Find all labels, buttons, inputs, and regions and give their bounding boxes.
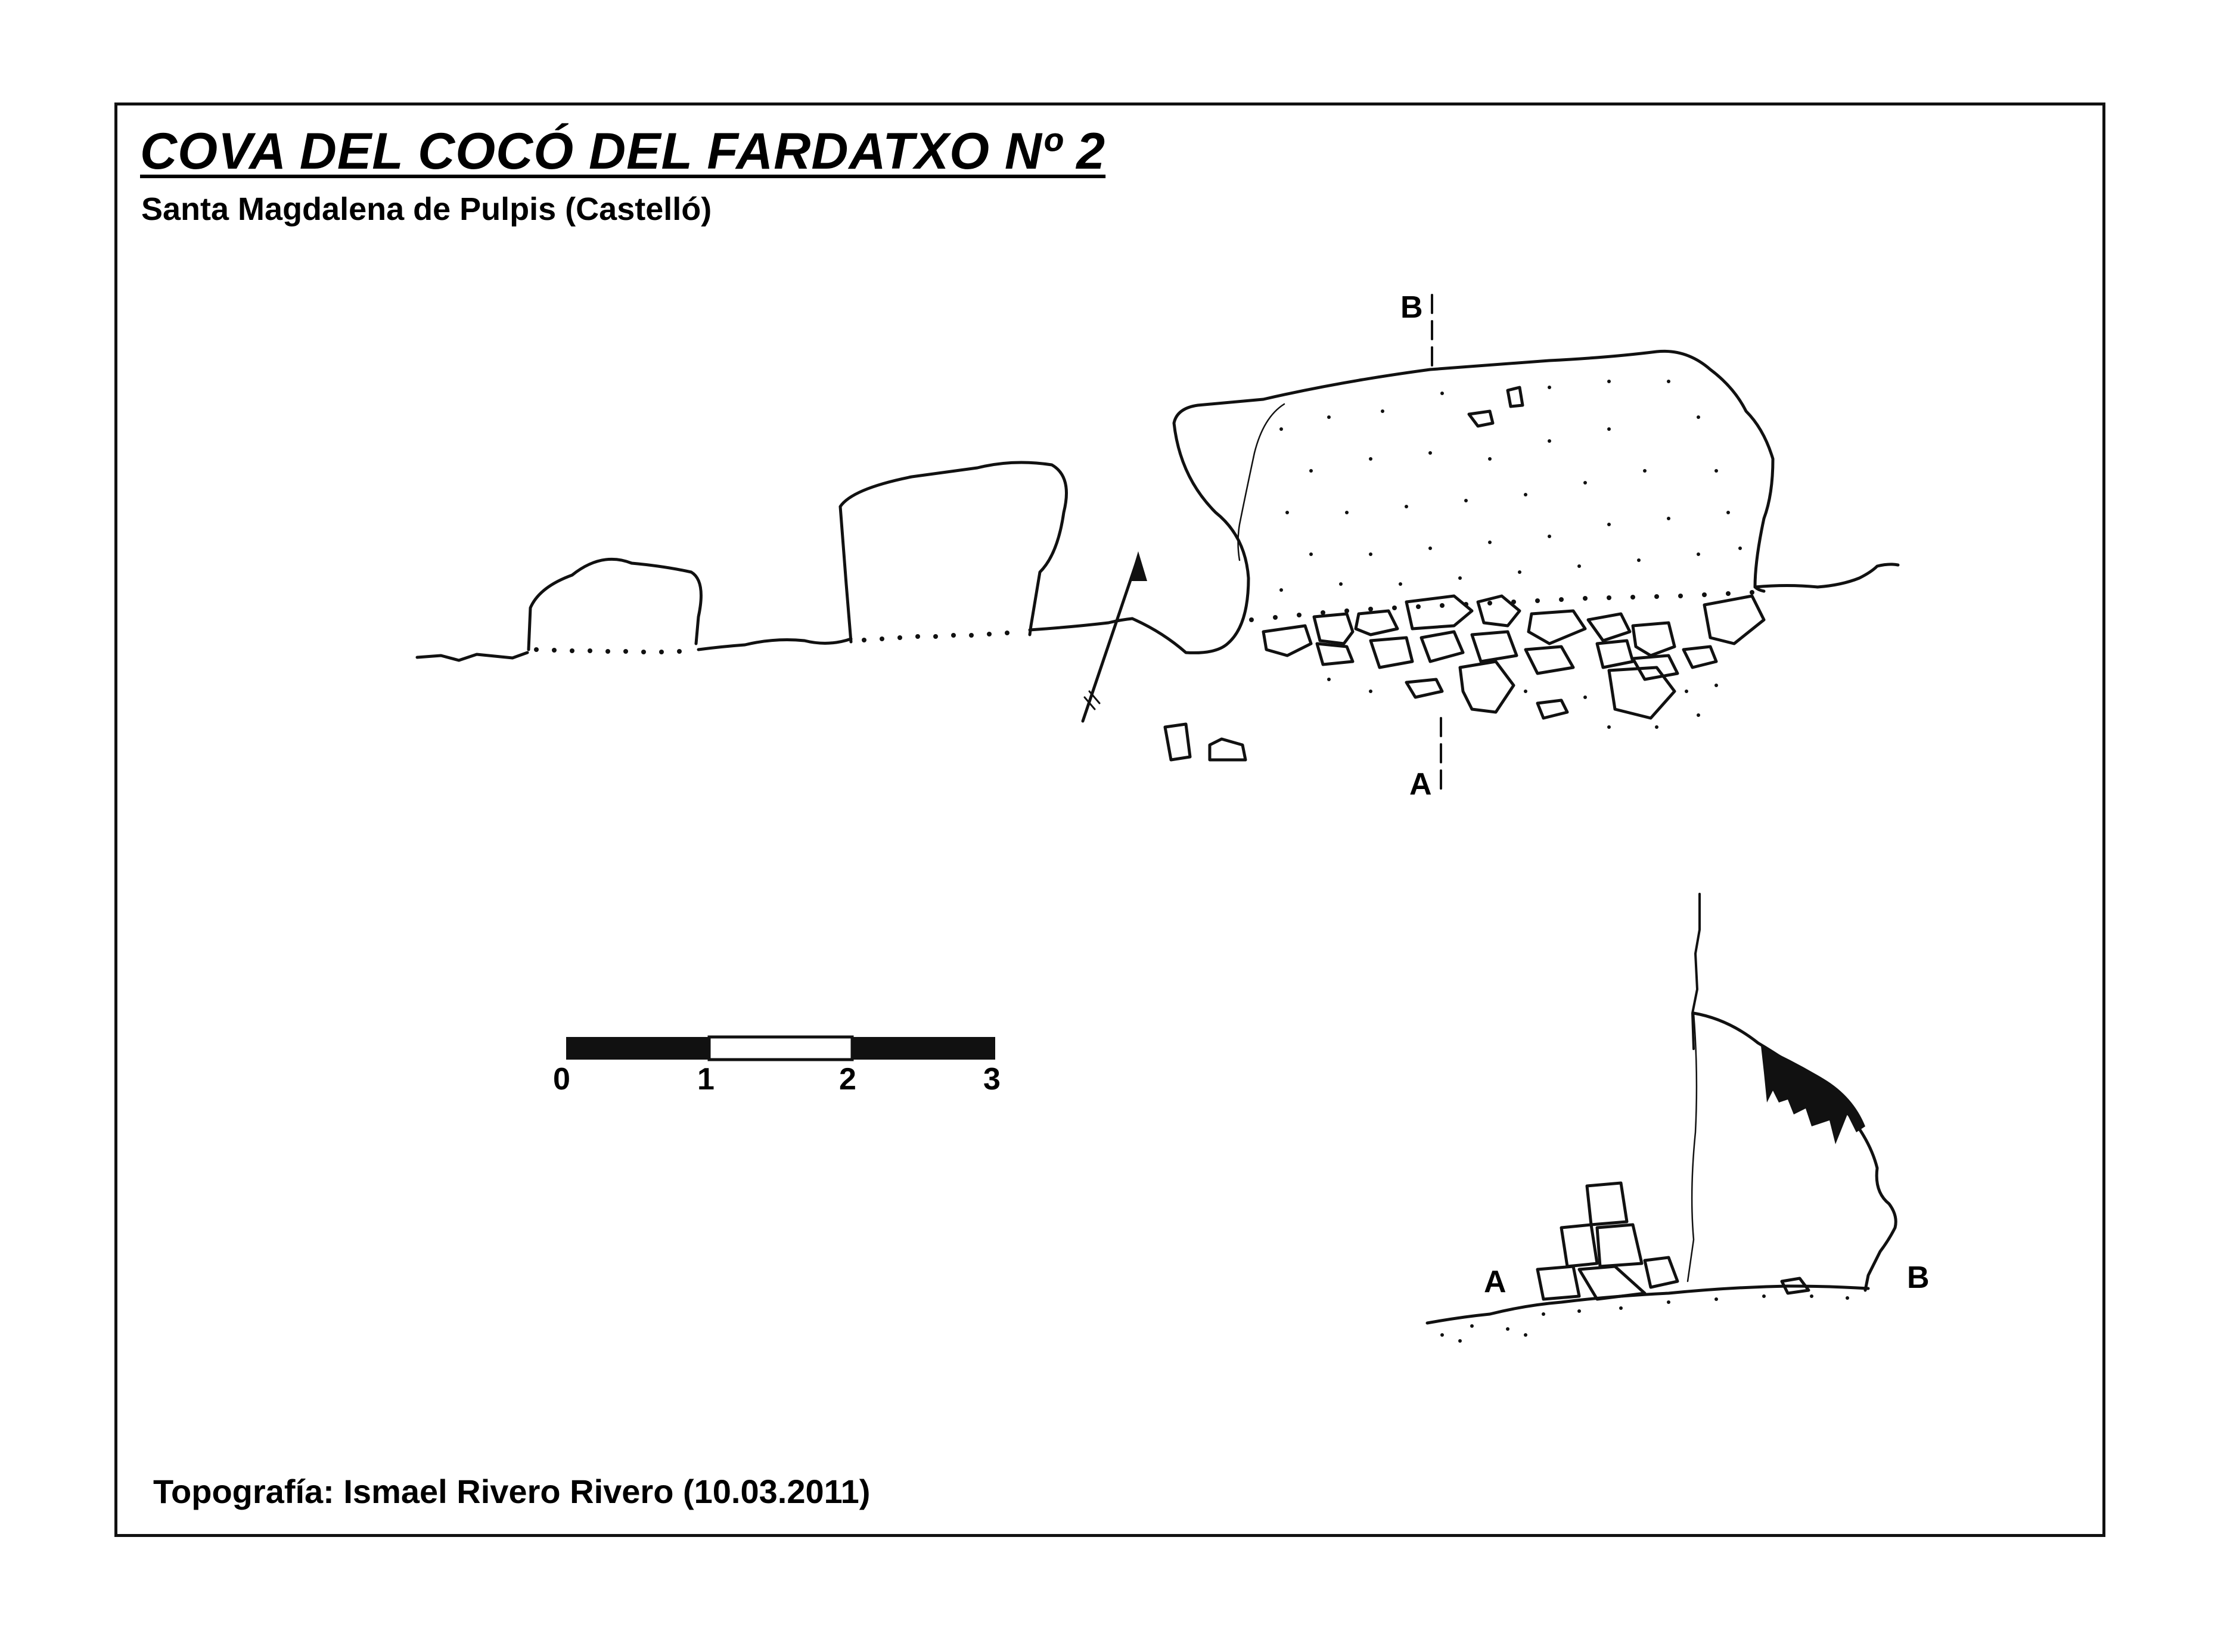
scale-tick-0: 0	[553, 1062, 570, 1097]
plan-block	[1262, 624, 1313, 657]
plan-ground-line-mid2	[1028, 617, 1134, 632]
section-label-a: A	[1409, 767, 1432, 802]
scale-tick-3: 3	[983, 1062, 1001, 1097]
plan-block	[1536, 698, 1569, 720]
location-subtitle: Santa Magdalena de Pulpis (Castelló)	[141, 191, 712, 227]
profile-label-a: A	[1484, 1265, 1507, 1299]
profile-block	[1585, 1181, 1629, 1226]
scale-tick-2: 2	[839, 1062, 856, 1097]
plan-block	[1506, 386, 1524, 408]
plan-block	[1476, 594, 1521, 628]
plan-block	[1405, 594, 1474, 631]
plan-block	[1586, 612, 1632, 642]
plan-block	[1631, 621, 1676, 657]
plan-block	[1527, 609, 1587, 645]
plan-block	[1467, 409, 1495, 428]
profile-block	[1536, 1265, 1581, 1301]
plan-outline-right	[1753, 563, 1900, 589]
scale-bar-segment-0	[566, 1037, 709, 1060]
plan-ground-line-mid	[697, 637, 853, 651]
plan-block	[1682, 645, 1718, 669]
scale-bar	[566, 1035, 995, 1061]
section-label-b: B	[1400, 290, 1423, 325]
plan-dotted-line	[534, 590, 1754, 654]
profile-block	[1560, 1223, 1599, 1268]
plan-block	[1312, 612, 1355, 645]
topography-credit: Topografía: Ismael Rivero Rivero (10.03.…	[153, 1473, 871, 1510]
plan-dotted-texture	[1279, 380, 1742, 729]
plan-block	[1369, 636, 1414, 669]
plan-ground-line	[415, 651, 529, 662]
plan-block	[1163, 722, 1192, 762]
plan-block	[1703, 594, 1766, 645]
scale-bar-segment-2	[852, 1037, 995, 1060]
plan-rock-pillar-1	[527, 557, 703, 651]
profile-block	[1595, 1223, 1644, 1268]
profile-block	[1780, 1277, 1810, 1295]
profile-inner-wall	[1686, 1012, 1698, 1283]
scale-bar-segment-1	[707, 1035, 854, 1061]
plan-block	[1315, 642, 1355, 666]
plan-block	[1524, 645, 1575, 675]
map-frame	[114, 103, 2105, 1537]
plan-block	[1208, 737, 1247, 762]
scale-tick-1: 1	[697, 1062, 715, 1097]
plan-block	[1419, 630, 1465, 663]
plan-block	[1595, 639, 1635, 669]
north-arrow-head	[1129, 551, 1147, 581]
north-arrow-ticks	[1083, 690, 1101, 710]
plan-block	[1470, 630, 1518, 663]
profile-label-b: B	[1907, 1260, 1930, 1295]
profile-roof	[1692, 1011, 1897, 1292]
plan-cave-outline	[1130, 349, 1775, 654]
profile-block	[1643, 1256, 1679, 1289]
plan-block	[1354, 609, 1399, 636]
profile-wall-left	[1691, 893, 1701, 1050]
map-title: COVA DEL COCÓ DEL FARDATXO Nº 2	[140, 123, 1106, 180]
plan-inner-line	[1237, 403, 1285, 561]
plan-block	[1405, 678, 1444, 699]
plan-block	[1631, 654, 1679, 681]
profile-block	[1577, 1265, 1647, 1301]
plan-block	[1458, 660, 1515, 714]
north-arrow-shaft	[1081, 555, 1140, 723]
profile-dotted-texture	[1440, 1294, 1849, 1343]
profile-stalactite-fill	[1761, 1046, 1865, 1144]
plan-rock-pillar-2	[838, 461, 1068, 644]
plan-block	[1607, 666, 1676, 720]
